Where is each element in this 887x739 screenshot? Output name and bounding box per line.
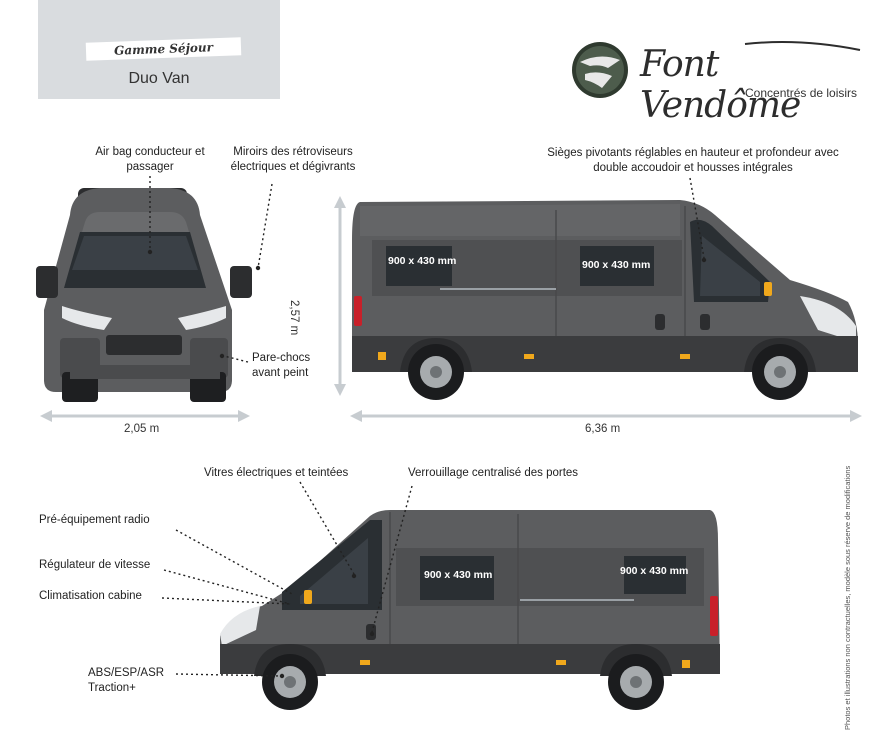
brand-logo-icon: [572, 42, 628, 98]
van-side-view-bottom: 900 x 430 mm 900 x 430 mm: [220, 510, 720, 710]
callout-cruise-control: Régulateur de vitesse: [39, 559, 151, 571]
van-front-view: [36, 188, 252, 402]
model-name: Duo Van: [128, 70, 190, 87]
callout-abs: ABS/ESP/ASR Traction+: [88, 667, 165, 694]
callout-central-locking: Verrouillage centralisé des portes: [408, 467, 579, 479]
callout-mirrors: Miroirs des rétroviseurs électriques et …: [230, 146, 356, 173]
brand-tagline: Concentrés de loisirs: [745, 86, 858, 100]
callout-climate: Climatisation cabine: [39, 590, 142, 602]
van-side-view-top: 900 x 430 mm 900 x 430 mm: [352, 200, 858, 400]
window-size-label: 900 x 430 mm: [388, 255, 456, 267]
legal-side-note: Photos et illustrations non contractuell…: [843, 460, 855, 730]
callout-airbag: Air bag conducteur et passager: [95, 146, 205, 173]
callout-electric-windows: Vitres électriques et teintées: [204, 467, 349, 479]
width-dimension-arrow: [40, 410, 250, 422]
window-size-label: 900 x 430 mm: [620, 565, 688, 577]
callout-bumper: Pare-chocs avant peint: [252, 352, 311, 379]
length-dimension-arrow: [350, 410, 862, 422]
window-size-label: 900 x 430 mm: [582, 259, 650, 271]
callout-leaders: [149, 176, 705, 677]
callout-seats: Sièges pivotants réglables en hauteur et…: [547, 147, 839, 174]
callout-dots: [147, 249, 707, 679]
callout-radio: Pré-équipement radio: [39, 514, 150, 526]
brand-logo-text: Font Vendôme: [640, 44, 801, 126]
height-dimension-arrow: [334, 196, 346, 396]
window-size-label: 900 x 430 mm: [424, 569, 492, 581]
legal-side-note-text: Photos et illustrations non contractuell…: [843, 465, 852, 730]
logo-roof-arc: [744, 41, 861, 51]
width-dimension-label: 2,05 m: [124, 423, 160, 435]
height-dimension-label: 2,57 m: [288, 300, 300, 336]
length-dimension-label: 6,36 m: [585, 423, 621, 435]
